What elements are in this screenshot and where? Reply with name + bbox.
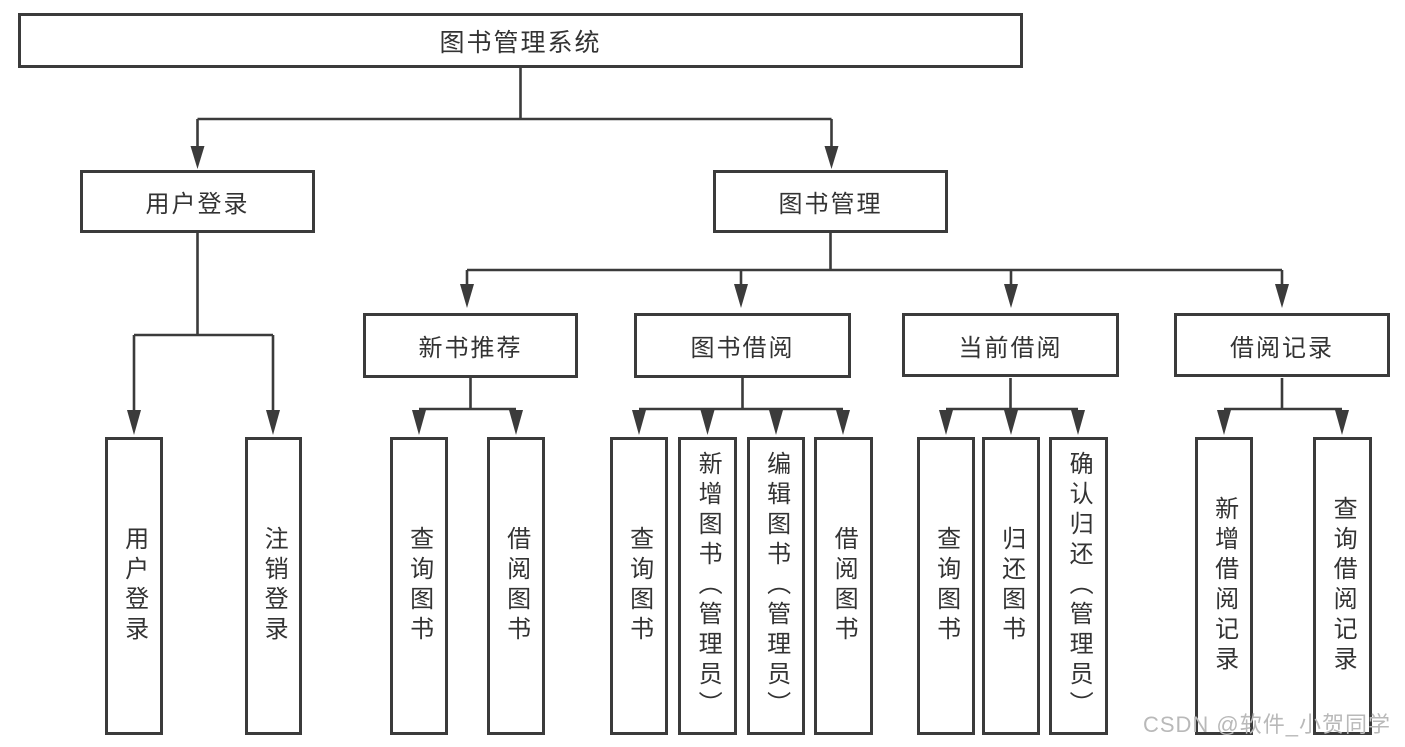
node-label: 归还图书 [997, 526, 1025, 646]
node-label: 借阅图书 [830, 526, 858, 646]
node-leaf-edit-books-admin: 编辑图书（管理员） [747, 437, 805, 735]
node-label: 查询图书 [405, 526, 433, 646]
node-leaf-query-books-recommend: 查询图书 [390, 437, 448, 735]
node-borrowing-records: 借阅记录 [1174, 313, 1390, 377]
node-label: 用户登录 [145, 191, 250, 218]
node-label: 图书管理系统 [439, 28, 602, 57]
node-book-borrowing: 图书借阅 [634, 313, 851, 378]
node-label: 注销登录 [260, 526, 288, 646]
arrowheads [127, 146, 1349, 435]
node-label: 查询图书 [625, 526, 653, 646]
node-leaf-confirm-return-admin: 确认归还（管理员） [1049, 437, 1108, 735]
node-label: 查询图书 [932, 526, 960, 646]
node-label: 借阅记录 [1230, 334, 1334, 362]
node-leaf-query-borrow-record: 查询借阅记录 [1313, 437, 1372, 735]
node-label: 借阅图书 [502, 526, 530, 646]
node-label: 确认归还（管理员） [1065, 451, 1093, 721]
node-label: 新书推荐 [418, 335, 523, 362]
connector-path [132, 68, 1342, 411]
node-leaf-query-books-borrowing: 查询图书 [610, 437, 668, 735]
node-leaf-borrow-books: 借阅图书 [814, 437, 873, 735]
node-label: 查询借阅记录 [1329, 496, 1357, 676]
node-leaf-user-login: 用户登录 [105, 437, 163, 735]
node-current-borrowing: 当前借阅 [902, 313, 1119, 377]
node-label: 新增借阅记录 [1210, 496, 1238, 676]
node-leaf-return-books: 归还图书 [982, 437, 1040, 735]
node-leaf-add-books-admin: 新增图书（管理员） [678, 437, 737, 735]
node-library-management-system: 图书管理系统 [18, 13, 1023, 68]
node-label: 图书管理 [778, 191, 883, 218]
node-leaf-borrow-books-recommend: 借阅图书 [487, 437, 545, 735]
node-book-management: 图书管理 [713, 170, 948, 233]
node-label: 新增图书（管理员） [694, 451, 722, 721]
node-leaf-logout: 注销登录 [245, 437, 302, 735]
node-label: 用户登录 [120, 526, 148, 646]
node-label: 当前借阅 [958, 334, 1063, 362]
node-new-book-recommendation: 新书推荐 [363, 313, 578, 378]
node-label: 编辑图书（管理员） [762, 451, 790, 721]
csdn-watermark: CSDN @软件_小贺同学 [1142, 712, 1391, 737]
node-leaf-add-borrow-record: 新增借阅记录 [1195, 437, 1253, 735]
node-user-login: 用户登录 [80, 170, 315, 233]
node-leaf-query-books-current: 查询图书 [917, 437, 975, 735]
node-label: 图书借阅 [690, 335, 795, 362]
